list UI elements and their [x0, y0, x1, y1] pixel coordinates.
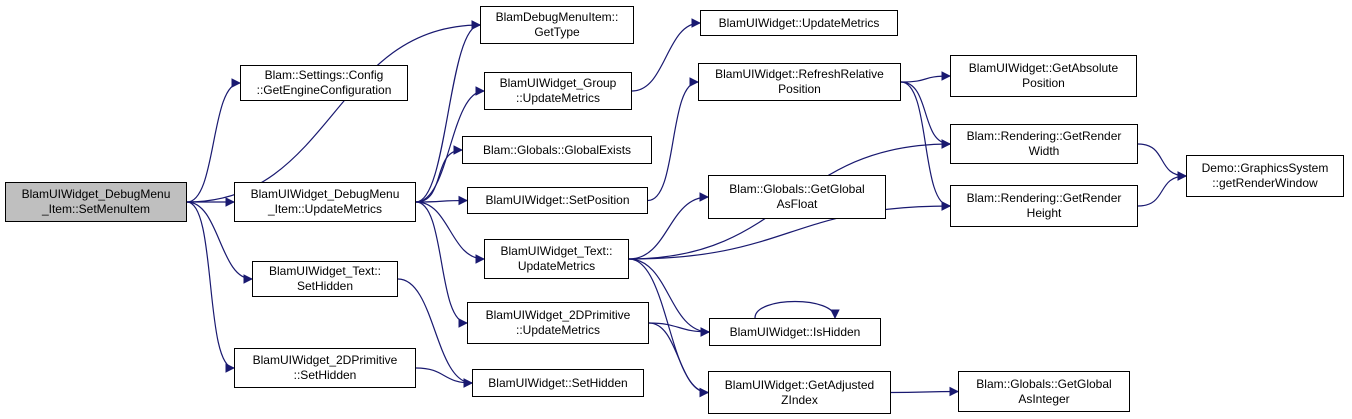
node-updatemetrics[interactable]: BlamUIWidget::UpdateMetrics — [700, 10, 898, 36]
node-ishidden[interactable]: BlamUIWidget::IsHidden — [709, 318, 881, 346]
node-label-line: BlamUIWidget_2DPrimitive — [252, 353, 398, 367]
node-getrenderwindow[interactable]: Demo::GraphicsSystem::getRenderWindow — [1186, 155, 1344, 197]
node-label-line: Blam::Settings::Config — [264, 68, 384, 82]
edge-refreshrelpos-to-getabspos — [900, 71, 951, 83]
edge-text_updatemetrics-to-ishidden — [628, 258, 710, 337]
node-label-line: ZIndex — [781, 392, 818, 407]
node-label-line: ::UpdateMetrics — [515, 91, 601, 105]
node-label-line: ::GetEngineConfiguration — [256, 83, 392, 97]
node-label-line: Height — [1026, 206, 1062, 220]
edge-refreshrelpos-to-renderheight — [900, 81, 951, 211]
node-setmenuitem[interactable]: BlamUIWidget_DebugMenu_Item::SetMenuItem — [5, 182, 187, 222]
node-label-line: Blam::Globals::GetGlobal — [729, 182, 865, 196]
node-label-line: AsInteger — [1018, 391, 1070, 406]
node-prim-updatemetrics[interactable]: BlamUIWidget_2DPrimitive::UpdateMetrics — [467, 302, 649, 344]
node-label-line: _Item::SetMenuItem — [41, 202, 151, 216]
edge-text_sethidden-to-sethidden — [397, 278, 473, 388]
node-text-sethidden[interactable]: BlamUIWidget_Text::SetHidden — [252, 261, 398, 297]
node-label-line: BlamUIWidget_Text:: — [500, 244, 613, 258]
node-label-line: Position — [1022, 76, 1065, 90]
node-label-line: Blam::Rendering::GetRender — [966, 129, 1122, 143]
edge-renderwidth-to-getrenderwindow — [1137, 143, 1187, 181]
edge-setmenuitem-to-text_sethidden — [186, 201, 253, 284]
node-label-line: UpdateMetrics — [517, 259, 596, 273]
edge-group_updatemetrics-to-updatemetrics — [631, 18, 701, 92]
node-label-line: ::getRenderWindow — [1212, 176, 1318, 190]
node-label-line: Blam::Globals::GetGlobal — [976, 376, 1112, 391]
node-label-line: BlamUIWidget_2DPrimitive — [485, 308, 631, 322]
edge-setposition-to-refreshrelpos — [647, 77, 699, 202]
edge-prim_updatemetrics-to-ishidden — [648, 322, 710, 337]
node-label-line: Width — [1028, 144, 1060, 158]
node-group-updatemetrics[interactable]: BlamUIWidget_Group::UpdateMetrics — [484, 72, 632, 110]
node-label-line: SetHidden — [296, 279, 354, 293]
node-dbg-updatemetrics[interactable]: BlamUIWidget_DebugMenu_Item::UpdateMetri… — [234, 182, 416, 222]
node-label-line: BlamUIWidget::SetPosition — [485, 193, 630, 207]
node-label-line: BlamUIWidget::GetAdjusted — [724, 377, 875, 392]
edge-renderheight-to-getrenderwindow — [1137, 171, 1187, 207]
edge-dbg_updatemetrics-to-globalexists — [415, 145, 463, 203]
node-text-updatemetrics[interactable]: BlamUIWidget_Text::UpdateMetrics — [484, 239, 629, 279]
node-getenginecfg[interactable]: Blam::Settings::Config::GetEngineConfigu… — [240, 65, 408, 101]
edge-getadjzindex-to-getglobalint — [890, 386, 959, 397]
node-label-line: BlamUIWidget_DebugMenu — [21, 187, 171, 201]
node-label-line: BlamUIWidget_Text:: — [268, 264, 382, 278]
node-label-line: BlamUIWidget::SetHidden — [488, 375, 628, 390]
node-label-line: BlamUIWidget::UpdateMetrics — [718, 15, 880, 30]
edge-dbg_updatemetrics-to-text_updatemetrics — [415, 201, 485, 264]
edge-dbg_updatemetrics-to-gettype — [415, 20, 481, 203]
node-label-line: Blam::Rendering::GetRender — [966, 191, 1122, 205]
node-sethidden[interactable]: BlamUIWidget::SetHidden — [472, 369, 644, 397]
edge-text_updatemetrics-to-renderheight — [628, 201, 951, 260]
node-label-line: BlamUIWidget::GetAbsolute — [968, 61, 1119, 75]
node-label-line: AsFloat — [776, 197, 818, 211]
edge-dbg_updatemetrics-to-setposition — [415, 195, 468, 206]
node-label-line: BlamDebugMenuItem:: — [495, 10, 619, 24]
node-label-line: ::UpdateMetrics — [515, 323, 601, 337]
node-prim-sethidden[interactable]: BlamUIWidget_2DPrimitive::SetHidden — [234, 348, 416, 388]
edge-setmenuitem-to-gettype — [186, 20, 481, 203]
edge-ishidden-to-ishidden — [754, 300, 840, 319]
node-label-line: _Item::UpdateMetrics — [267, 202, 383, 216]
node-label-line: BlamUIWidget::RefreshRelative — [715, 67, 884, 81]
edge-text_updatemetrics-to-getglobalfloat — [628, 192, 709, 260]
edge-dbg_updatemetrics-to-group_updatemetrics — [415, 86, 485, 203]
node-label-line: Position — [778, 82, 821, 96]
edge-dbg_updatemetrics-to-prim_updatemetrics — [415, 201, 468, 328]
node-globalexists[interactable]: Blam::Globals::GlobalExists — [462, 136, 652, 164]
edge-setmenuitem-to-getenginecfg — [186, 78, 241, 203]
node-gettype[interactable]: BlamDebugMenuItem::GetType — [480, 6, 634, 44]
edge-prim_sethidden-to-sethidden — [415, 367, 473, 388]
edge-setmenuitem-to-prim_sethidden — [186, 201, 235, 373]
node-setposition[interactable]: BlamUIWidget::SetPosition — [467, 187, 648, 214]
node-label-line: GetType — [534, 25, 580, 39]
node-label-line: ::SetHidden — [293, 368, 357, 382]
node-label-line: BlamUIWidget_DebugMenu — [250, 187, 400, 201]
node-label-line: BlamUIWidget_Group — [499, 76, 617, 90]
edge-prim_updatemetrics-to-getadjzindex — [648, 322, 709, 398]
node-label-line: Blam::Globals::GlobalExists — [482, 142, 632, 157]
node-label-line: Demo::GraphicsSystem — [1201, 161, 1329, 175]
edge-refreshrelpos-to-renderwidth — [900, 81, 951, 149]
node-label-line: BlamUIWidget::IsHidden — [729, 324, 861, 339]
